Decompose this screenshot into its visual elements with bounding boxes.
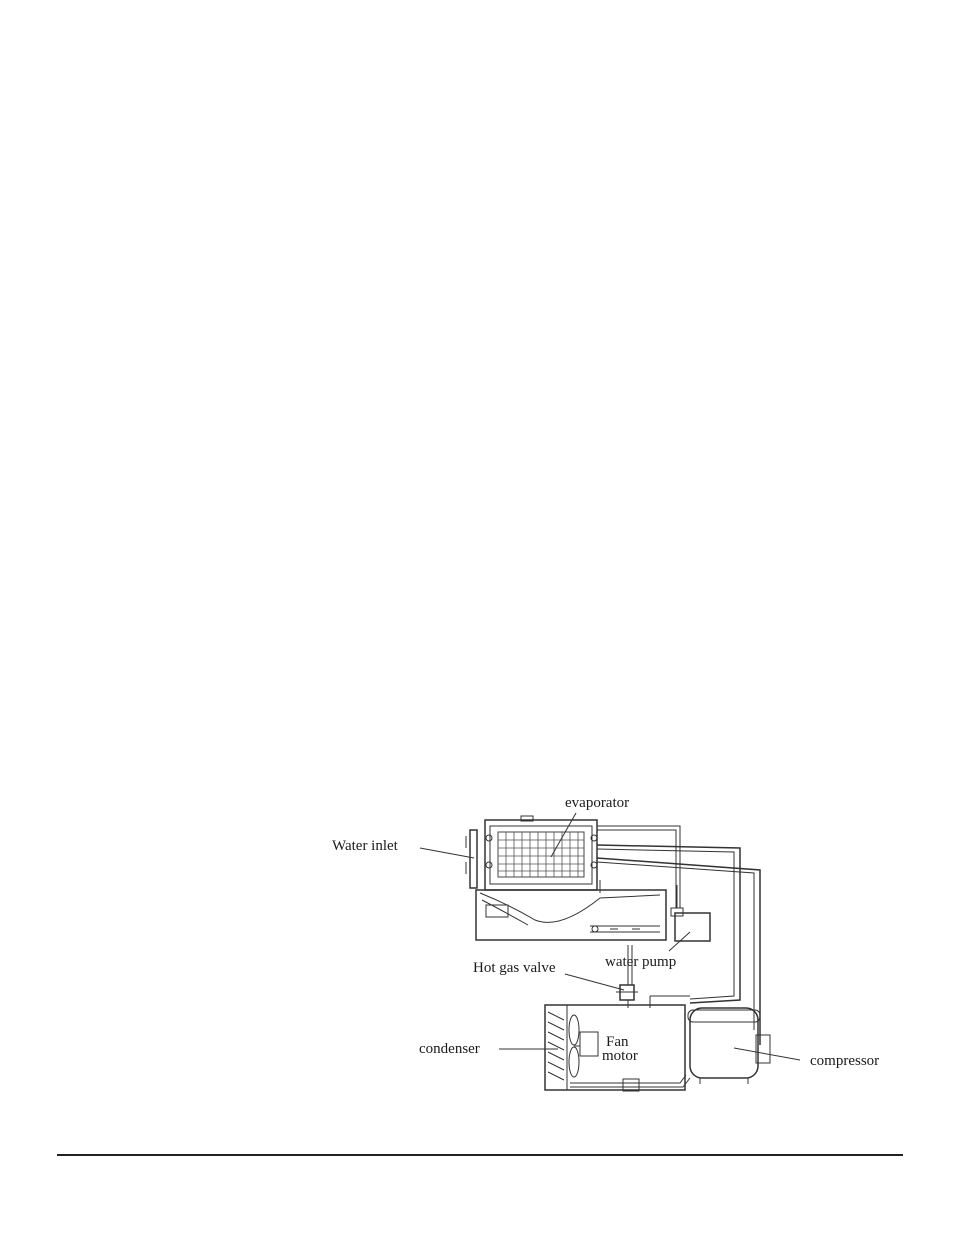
compressor bbox=[687, 1007, 771, 1084]
label-compressor: compressor bbox=[810, 1053, 879, 1069]
label-hot-gas-valve-group: Hot gas valve bbox=[473, 960, 625, 991]
label-fan-motor-line2: motor bbox=[602, 1048, 638, 1064]
label-water-inlet-group: Water inlet bbox=[332, 838, 475, 859]
label-evaporator-group: evaporator bbox=[550, 795, 629, 858]
label-evaporator: evaporator bbox=[565, 795, 629, 811]
label-fan-motor-line1: Fan bbox=[606, 1034, 629, 1050]
label-condenser-group: condenser bbox=[419, 1041, 558, 1057]
water-trough bbox=[475, 889, 667, 941]
water-inlet-tube bbox=[465, 829, 478, 889]
label-fan-motor-group: Fan motor bbox=[602, 1034, 638, 1064]
label-condenser: condenser bbox=[419, 1041, 480, 1057]
hot-gas-valve bbox=[616, 984, 638, 1001]
evaporator-assembly bbox=[484, 815, 598, 891]
label-water-inlet: Water inlet bbox=[332, 838, 399, 854]
water-pump bbox=[670, 885, 711, 942]
evaporator-grid bbox=[497, 831, 585, 878]
condenser-unit bbox=[544, 1004, 686, 1092]
label-hot-gas-valve: Hot gas valve bbox=[473, 960, 556, 976]
footer-divider bbox=[57, 1154, 903, 1156]
label-water-pump: water pump bbox=[605, 954, 676, 970]
label-compressor-group: compressor bbox=[733, 1047, 879, 1069]
refrigerant-piping bbox=[570, 825, 761, 1088]
label-water-pump-group: water pump bbox=[605, 931, 691, 970]
